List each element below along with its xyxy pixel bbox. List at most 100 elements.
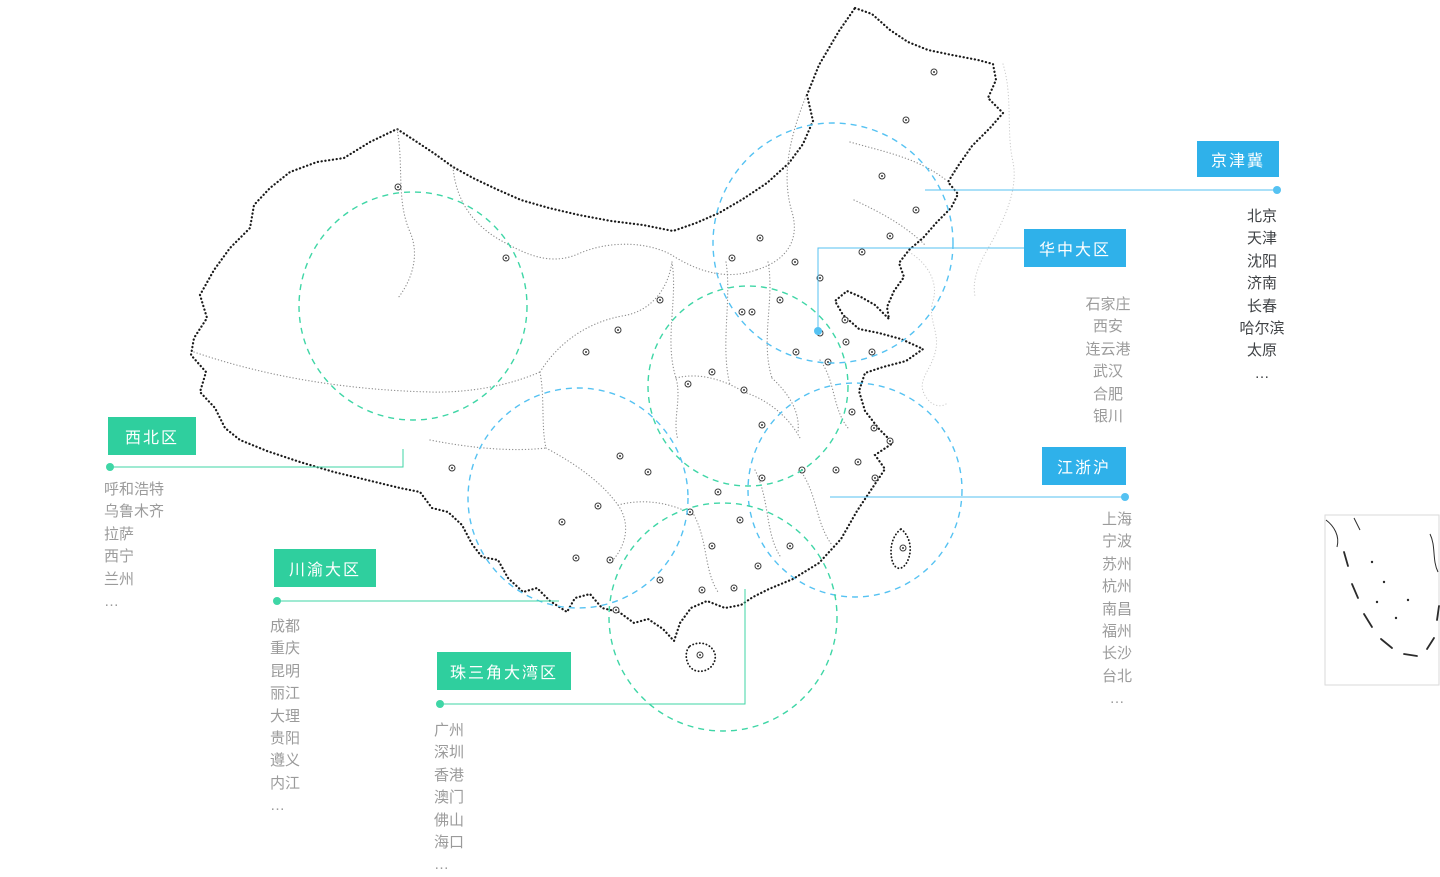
city-marker-icon	[448, 464, 456, 472]
city-marker-icon	[606, 556, 614, 564]
city-item: 西安	[1092, 318, 1123, 336]
city-marker-icon	[708, 368, 716, 376]
city-item: 石家庄	[1085, 296, 1131, 313]
city-item: 长沙	[1101, 645, 1132, 663]
region-label-jiangzhehu[interactable]: 江浙沪	[1042, 447, 1126, 485]
city-marker-icon	[656, 296, 664, 304]
city-marker-icon	[832, 466, 840, 474]
leader-line-huazhong	[814, 247, 1024, 335]
coverage-circle-huazhong	[647, 285, 849, 487]
city-item: …	[434, 856, 449, 874]
city-item: 杭州	[1101, 578, 1132, 596]
leader-line-chuanyu	[273, 597, 559, 605]
city-item: …	[1254, 364, 1270, 382]
city-item: 内江	[270, 774, 301, 792]
city-marker-icon	[738, 308, 746, 316]
city-list-zhusanjiao: 广州深圳香港澳门佛山海口…	[434, 720, 464, 877]
city-marker-icon	[758, 474, 766, 482]
region-label-huazhong[interactable]: 华中大区	[1024, 229, 1126, 267]
leader-line-zhusanjiao	[436, 589, 746, 708]
city-marker-icon	[930, 68, 938, 76]
city-item: 合肥	[1092, 385, 1123, 403]
city-marker-icon	[394, 183, 402, 191]
city-item: 佛山	[434, 811, 465, 829]
anchor-dot-huazhong	[814, 327, 822, 335]
china-border-outline	[189, 6, 1005, 644]
city-item: 贵阳	[270, 730, 301, 748]
city-item: 呼和浩特	[104, 481, 165, 498]
city-marker-icon	[791, 258, 799, 266]
city-marker-icon	[858, 248, 866, 256]
city-item: 北京	[1246, 208, 1277, 225]
anchor-dot-zhusanjiao	[436, 700, 444, 708]
region-label-jingjinji[interactable]: 京津冀	[1197, 141, 1279, 177]
city-marker-icon	[728, 254, 736, 262]
coverage-circle-zhusanjiao	[608, 502, 838, 732]
city-list-xibei: 呼和浩特乌鲁木齐拉萨西宁兰州…	[104, 479, 164, 613]
city-marker-icon	[870, 424, 878, 432]
city-item: 深圳	[434, 744, 465, 762]
city-marker-icon	[572, 554, 580, 562]
city-list-chuanyu: 成都重庆昆明丽江大理贵阳遵义内江…	[270, 616, 300, 818]
city-marker-icon	[698, 586, 706, 594]
city-marker-icon	[748, 308, 756, 316]
city-item: …	[1109, 690, 1125, 708]
region-label-xibei[interactable]: 西北区	[108, 417, 196, 455]
city-item: 南昌	[1101, 600, 1132, 618]
city-marker-icon	[912, 206, 920, 214]
city-item: 济南	[1246, 275, 1277, 293]
city-marker-icon	[842, 338, 850, 346]
anchor-dot-chuanyu	[273, 597, 281, 605]
city-item: …	[270, 797, 285, 815]
city-marker-icon	[902, 116, 910, 124]
city-item: 沈阳	[1246, 252, 1277, 270]
city-marker-icon	[582, 348, 590, 356]
anchor-dot-jiangzhehu	[1121, 493, 1129, 501]
city-marker-icon	[878, 172, 886, 180]
city-item: 苏州	[1101, 555, 1132, 573]
region-label-chuanyu[interactable]: 川渝大区	[274, 549, 376, 587]
city-item: 海口	[434, 834, 465, 852]
city-item: 武汉	[1092, 363, 1123, 381]
city-marker-icons	[394, 68, 938, 659]
city-item: 宁波	[1101, 533, 1132, 551]
city-marker-icon	[758, 421, 766, 429]
city-marker-icon	[740, 386, 748, 394]
leader-line-jiangzhehu	[830, 493, 1129, 501]
city-marker-icon	[854, 458, 862, 466]
city-marker-icon	[886, 437, 894, 445]
city-marker-icon	[644, 468, 652, 476]
city-marker-icon	[612, 606, 620, 614]
city-marker-icon	[684, 380, 692, 388]
city-marker-icon	[594, 502, 602, 510]
city-marker-icon	[656, 576, 664, 584]
anchor-dot-xibei	[106, 463, 114, 471]
city-item: …	[104, 593, 119, 611]
south-china-sea-inset	[1324, 514, 1440, 686]
province-boundaries	[193, 95, 947, 593]
city-marker-icon	[736, 516, 744, 524]
leader-line-jingjinji	[925, 186, 1281, 194]
city-marker-icon	[841, 316, 849, 324]
city-marker-icon	[714, 488, 722, 496]
city-marker-icon	[756, 234, 764, 242]
city-item: 广州	[434, 722, 465, 739]
city-list-huazhong: 石家庄西安连云港武汉合肥银川	[1053, 294, 1163, 428]
region-label-zhusanjiao[interactable]: 珠三角大湾区	[437, 652, 571, 690]
city-marker-icon	[696, 651, 704, 659]
city-item: 遵义	[270, 752, 301, 770]
city-item: 长春	[1246, 297, 1277, 315]
city-marker-icon	[730, 584, 738, 592]
city-marker-icon	[786, 542, 794, 550]
city-list-jiangzhehu: 上海宁波苏州杭州南昌福州长沙台北…	[1071, 509, 1163, 711]
city-list-jingjinji: 北京天津沈阳济南长春哈尔滨太原…	[1212, 206, 1312, 385]
city-marker-icon	[848, 408, 856, 416]
coverage-circle-xibei	[298, 191, 528, 421]
city-marker-icon	[792, 348, 800, 356]
city-marker-icon	[754, 562, 762, 570]
coverage-circle-chuanyu	[467, 387, 689, 609]
city-item: 丽江	[270, 685, 301, 703]
city-item: 澳门	[434, 789, 465, 807]
